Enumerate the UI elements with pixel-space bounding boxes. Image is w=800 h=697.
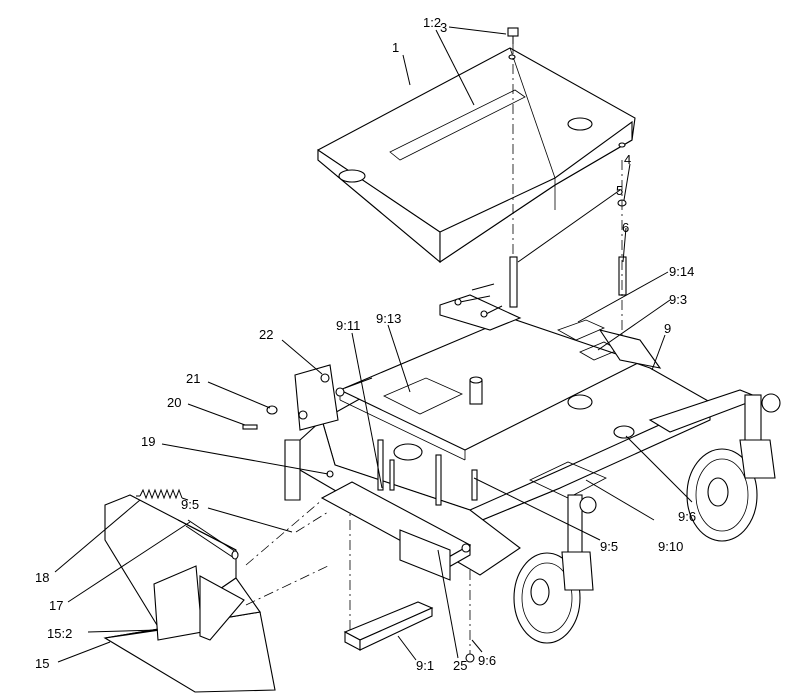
caster-wheel-front bbox=[513, 494, 597, 644]
leader-lines bbox=[54, 26, 693, 663]
callout-9-13: 9:13 bbox=[376, 311, 401, 326]
callout-9: 9 bbox=[664, 321, 671, 336]
callout-21: 21 bbox=[186, 371, 200, 386]
bottom-bracket bbox=[343, 601, 475, 663]
callout-17: 17 bbox=[49, 598, 63, 613]
callout-18: 18 bbox=[35, 570, 49, 585]
spring-part bbox=[136, 488, 189, 501]
callout-9-3: 9:3 bbox=[669, 292, 687, 307]
callout-9-5-right: 9:5 bbox=[600, 539, 618, 554]
callout-19: 19 bbox=[141, 434, 155, 449]
rod-part-6 bbox=[618, 256, 627, 296]
callout-3: 3 bbox=[440, 20, 447, 35]
pivot-rod-part bbox=[185, 519, 239, 560]
callout-1-2: 1:2 bbox=[423, 15, 441, 30]
callout-1: 1 bbox=[392, 40, 399, 55]
callout-6: 6 bbox=[622, 220, 629, 235]
callout-20: 20 bbox=[167, 395, 181, 410]
deflector-part bbox=[103, 494, 276, 693]
bracket-bar bbox=[320, 439, 472, 581]
callout-9-11: 9:11 bbox=[336, 318, 360, 333]
fastener-set bbox=[242, 373, 373, 430]
callout-9-10: 9:10 bbox=[658, 539, 683, 554]
callout-4: 4 bbox=[624, 152, 631, 167]
deck-part bbox=[284, 283, 762, 576]
cover-part bbox=[317, 47, 636, 264]
callout-5: 5 bbox=[616, 183, 623, 198]
callout-9-5-left: 9:5 bbox=[181, 497, 199, 512]
callout-9-6-right: 9:6 bbox=[678, 509, 696, 524]
callout-9-14: 9:14 bbox=[669, 264, 694, 279]
rod-part-5 bbox=[509, 256, 518, 308]
callout-9-6-bottom: 9:6 bbox=[478, 653, 496, 668]
callout-22: 22 bbox=[259, 327, 273, 342]
callout-15-2: 15:2 bbox=[47, 626, 72, 641]
callout-9-1: 9:1 bbox=[416, 658, 434, 673]
knob-part bbox=[507, 27, 519, 44]
caster-wheel-right bbox=[686, 393, 781, 542]
callout-25: 25 bbox=[453, 658, 467, 673]
callout-15: 15 bbox=[35, 656, 49, 671]
